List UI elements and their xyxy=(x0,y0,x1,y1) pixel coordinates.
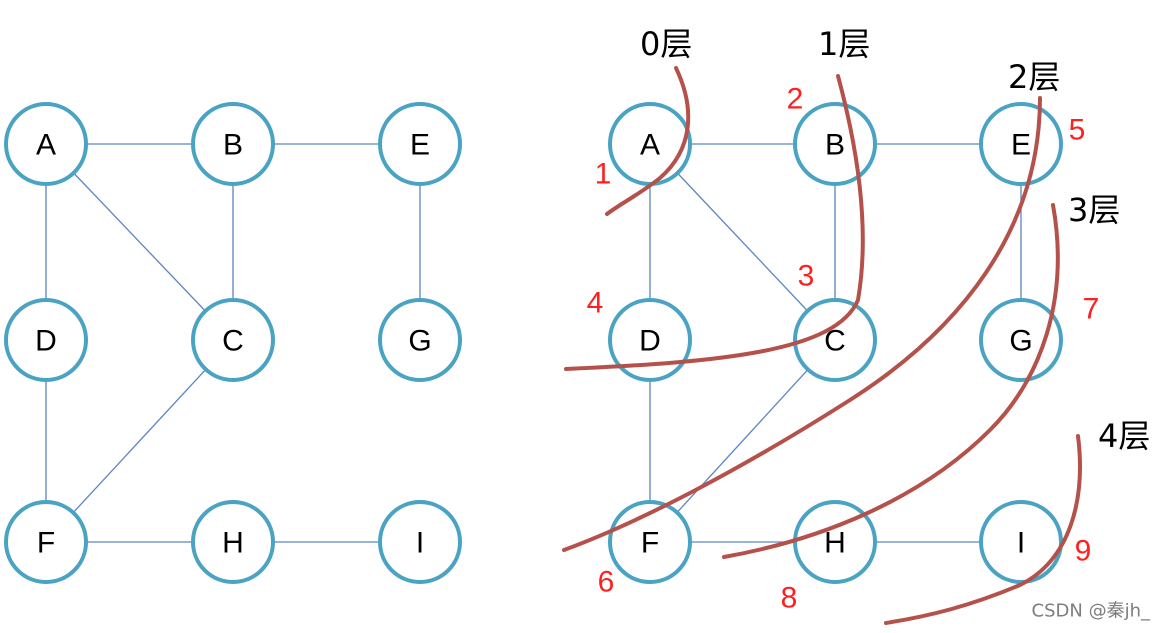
layer-curve-0 xyxy=(605,66,691,216)
right-node-a: A xyxy=(608,102,692,186)
order-label-9: 9 xyxy=(1075,535,1092,568)
right-node-i: I xyxy=(979,500,1063,584)
right-node-g: G xyxy=(979,298,1063,382)
order-label-7: 7 xyxy=(1083,293,1100,326)
left-node-a-label: A xyxy=(36,129,56,162)
right-node-b: B xyxy=(793,102,877,186)
layer-label-3: 3层 xyxy=(1068,191,1120,229)
layer-label-0: 0层 xyxy=(640,25,692,63)
layer-curves xyxy=(562,66,1082,625)
left-node-h: H xyxy=(191,500,275,584)
right-edge-a-c xyxy=(649,143,836,341)
left-node-g-label: G xyxy=(408,325,431,358)
order-label-8: 8 xyxy=(781,582,798,615)
layer-curve-4 xyxy=(884,434,1082,625)
visit-order-labels: 1 2 3 4 5 6 7 8 9 xyxy=(587,83,1100,615)
order-label-6: 6 xyxy=(598,566,615,599)
layer-curve-2 xyxy=(562,96,1042,552)
watermark: CSDN @秦jh_ xyxy=(1032,601,1151,622)
order-label-1: 1 xyxy=(595,158,612,191)
right-node-b-label: B xyxy=(825,129,845,162)
left-node-h-label: H xyxy=(222,527,244,560)
left-node-b-label: B xyxy=(223,129,243,162)
left-edge-a-c xyxy=(45,143,234,341)
right-node-e-label: E xyxy=(1011,129,1031,162)
left-node-d: D xyxy=(4,298,88,382)
order-label-3: 3 xyxy=(798,260,815,293)
left-node-i-label: I xyxy=(416,527,424,560)
right-node-f-label: F xyxy=(641,527,659,560)
order-label-2: 2 xyxy=(787,83,804,116)
left-node-d-label: D xyxy=(35,325,57,358)
right-node-i-label: I xyxy=(1017,527,1025,560)
right-node-h-label: H xyxy=(824,527,846,560)
layer-labels: 0层 1层 2层 3层 4层 xyxy=(640,25,1150,455)
layer-label-1: 1层 xyxy=(818,25,870,63)
right-node-d: D xyxy=(608,298,692,382)
order-label-5: 5 xyxy=(1069,114,1086,147)
left-graph: A B E D C G F H xyxy=(4,102,462,584)
right-node-d-label: D xyxy=(639,325,661,358)
left-node-g: G xyxy=(378,298,462,382)
left-node-b: B xyxy=(191,102,275,186)
right-node-c-label: C xyxy=(824,325,846,358)
left-node-f: F xyxy=(4,500,88,584)
right-node-a-label: A xyxy=(640,129,660,162)
left-node-e: E xyxy=(378,102,462,186)
right-node-e: E xyxy=(979,102,1063,186)
left-edge-c-f xyxy=(45,339,234,543)
right-node-g-label: G xyxy=(1009,325,1032,358)
left-node-e-label: E xyxy=(410,129,430,162)
right-edge-c-f xyxy=(649,339,836,543)
order-label-4: 4 xyxy=(587,287,604,320)
left-node-a: A xyxy=(4,102,88,186)
layer-label-4: 4层 xyxy=(1098,417,1150,455)
layer-curve-1 xyxy=(564,74,865,371)
left-node-f-label: F xyxy=(37,527,55,560)
right-node-c: C xyxy=(793,298,877,382)
left-node-c-label: C xyxy=(222,325,244,358)
left-node-i: I xyxy=(378,500,462,584)
layer-curve-3 xyxy=(722,203,1060,559)
right-graph: A B E D C G F H xyxy=(562,25,1150,625)
left-node-c: C xyxy=(191,298,275,382)
layer-label-2: 2层 xyxy=(1008,58,1060,96)
